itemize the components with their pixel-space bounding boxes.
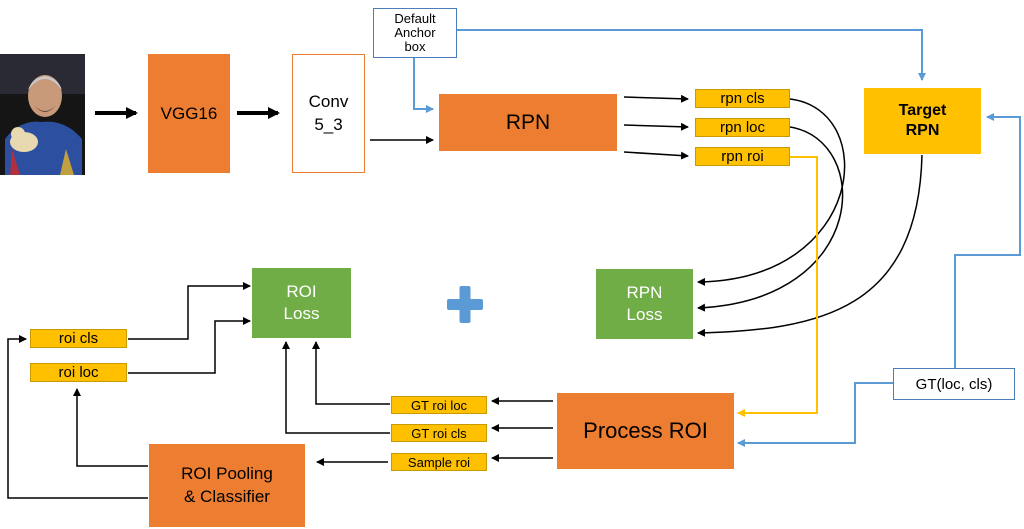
plus-icon [447,286,483,323]
arrow-pooling-roicls [7,335,148,499]
arrow-gtloc-roiloss [312,341,390,405]
arrow-gt-target [954,113,1021,368]
arrow-roiloc-roiloss [128,317,251,374]
arrow-gt-process [737,382,893,447]
arrow-roicls-roiloss [128,282,251,340]
conv-box: Conv 5_3 [292,54,365,173]
arrow-target-rpnloss [697,154,923,337]
arrow-loc-rpnloss [697,126,844,312]
rpn-loc-box: rpn loc [695,118,790,137]
arrow-anchor-target [457,29,926,81]
process-roi-box: Process ROI [557,393,734,469]
anchor-box: Default Anchor box [373,8,457,58]
input-photo [0,54,85,175]
target-rpn-box: Target RPN [864,88,981,154]
arrow-cls-rpnloss [697,98,846,286]
gt-roi-loc-box: GT roi loc [391,396,487,414]
rpn-box: RPN [439,94,617,151]
arrow-rpn-loc [623,122,689,131]
gt-box: GT(loc, cls) [893,368,1015,400]
rpn-cls-box: rpn cls [695,89,790,108]
arrow-anchor-rpn [413,58,434,113]
gt-roi-cls-box: GT roi cls [391,424,487,442]
rpn-loss-box: RPN Loss [596,269,693,339]
arrow-rpn-cls [623,94,689,103]
arrow-pooling-roiloc [73,388,148,467]
roi-loss-box: ROI Loss [252,268,351,338]
sample-roi-box: Sample roi [391,453,487,471]
arrow-rpnroi-process [737,156,818,417]
rpn-roi-box: rpn roi [695,147,790,166]
roi-loc-box: roi loc [30,363,127,382]
vgg16-box: VGG16 [148,54,230,173]
arrow-gtcls-roiloss [282,341,390,434]
roi-cls-box: roi cls [30,329,127,348]
roi-pooling-box: ROI Pooling & Classifier [149,444,305,527]
arrow-rpn-roi [623,151,689,160]
